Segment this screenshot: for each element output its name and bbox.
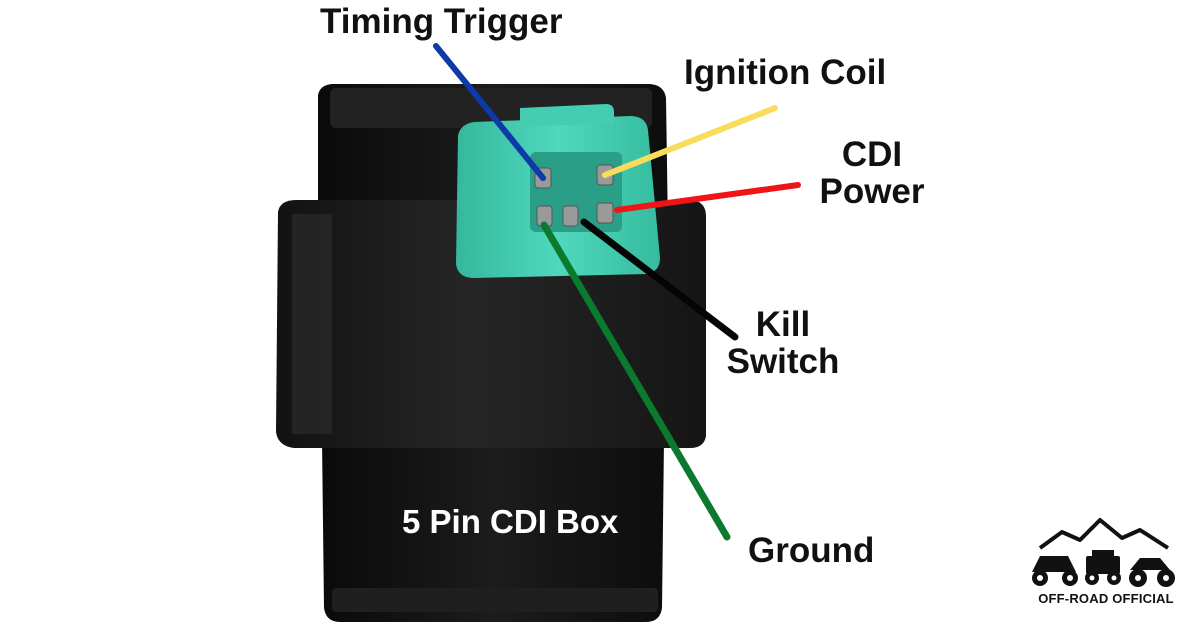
pin-cdi-power xyxy=(596,202,614,224)
label-box-name: 5 Pin CDI Box xyxy=(402,503,619,540)
logo-text: OFF-ROAD OFFICIAL xyxy=(1038,591,1174,606)
wire-cdi-power xyxy=(614,182,801,213)
label-kill-switch: Kill Switch xyxy=(720,305,846,381)
wire-ignition-coil xyxy=(602,105,778,178)
label-cdi-power-line1: CDI xyxy=(841,135,903,174)
connector-latch xyxy=(520,104,614,126)
wire-timing-trigger xyxy=(433,43,546,181)
box-lower-body xyxy=(322,440,664,622)
label-ground: Ground xyxy=(748,531,875,570)
label-kill-switch-line2: Switch xyxy=(726,341,840,381)
pin-kill-switch xyxy=(562,205,579,227)
label-cdi-power: CDI Power xyxy=(812,135,932,211)
label-cdi-power-line2: Power xyxy=(819,171,925,211)
mountain-icon xyxy=(1038,518,1170,550)
label-timing-trigger: Timing Trigger xyxy=(320,2,563,41)
jeep-icon xyxy=(1085,550,1121,585)
utv-icon xyxy=(1032,556,1078,586)
off-road-logo xyxy=(1032,518,1175,587)
atv-icon xyxy=(1129,558,1175,587)
wire-ground xyxy=(540,221,731,541)
label-ignition-coil: Ignition Coil xyxy=(684,53,887,92)
label-kill-switch-line1: Kill xyxy=(755,305,811,344)
wire-kill-switch xyxy=(580,218,739,341)
box-bottom-lip xyxy=(332,588,658,612)
band-highlight xyxy=(292,214,332,434)
